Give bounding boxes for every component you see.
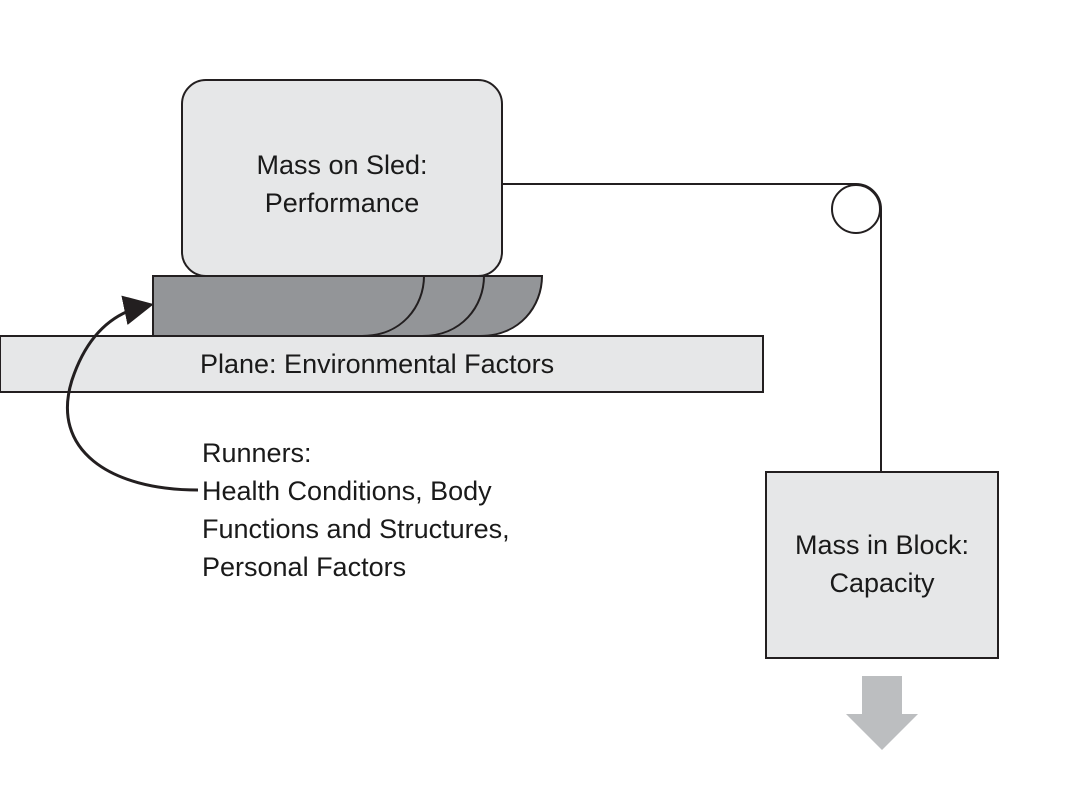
plane-bar bbox=[0, 335, 764, 393]
runner-curve-2 bbox=[421, 275, 485, 337]
block-label-line1: Mass in Block: bbox=[794, 530, 970, 560]
block-label-line2: Capacity bbox=[829, 568, 935, 598]
sled-label: Mass on Sled: Performance bbox=[182, 146, 502, 222]
sled-label-line1: Mass on Sled: bbox=[256, 150, 428, 180]
runners-line2: Functions and Structures, bbox=[202, 514, 510, 544]
runners-pointer-arrow bbox=[65, 295, 199, 492]
runners-line1: Health Conditions, Body bbox=[202, 476, 492, 506]
sled-label-line2: Performance bbox=[264, 188, 420, 218]
sled-runners bbox=[152, 275, 544, 337]
rope bbox=[502, 183, 882, 472]
runners-title: Runners: bbox=[202, 438, 312, 468]
down-arrow-icon bbox=[846, 676, 918, 750]
runners-label: Runners: Health Conditions, Body Functio… bbox=[202, 434, 510, 586]
block-label: Mass in Block: Capacity bbox=[766, 526, 998, 602]
runners-line3: Personal Factors bbox=[202, 552, 407, 582]
runner-curve-1 bbox=[361, 275, 425, 337]
plane-label-text: Plane: Environmental Factors bbox=[200, 349, 555, 379]
sled-mass-box bbox=[181, 79, 503, 277]
plane-label: Plane: Environmental Factors bbox=[200, 345, 554, 383]
hanging-mass-block bbox=[765, 471, 999, 659]
pulley-icon bbox=[831, 184, 881, 234]
